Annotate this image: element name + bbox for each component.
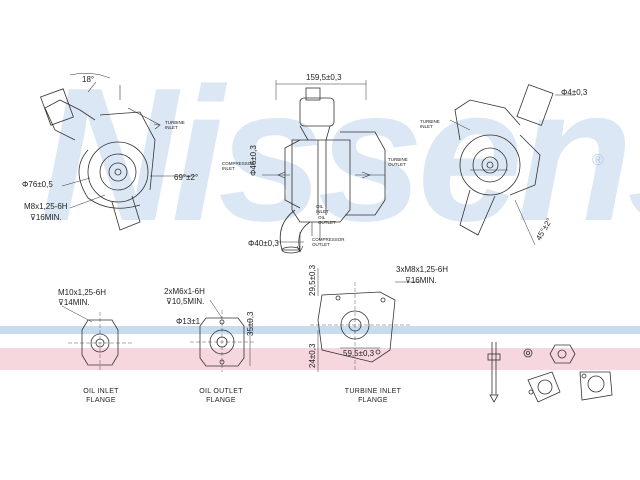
turbine-inlet-note-left: TURBINE INLET	[165, 120, 185, 130]
diam-40-label: Φ40±0,3	[248, 239, 279, 248]
depth-16b-label: ⊽16MIN.	[405, 276, 437, 285]
oil-outlet-flange-caption: OIL OUTLET FLANGE	[199, 388, 243, 405]
accessory-parts	[487, 342, 613, 403]
oil-inlet-flange-drawing	[61, 305, 132, 372]
diam-76-label: Φ76±0,5	[22, 180, 53, 189]
turbine-inlet-note-right: TURBINE INLET	[420, 119, 440, 129]
angle-69-label: 69°±2°	[174, 173, 199, 182]
thread-m10-label: M10x1,25-6H	[58, 288, 107, 297]
pink-band	[0, 348, 640, 370]
angle-18-label: 18°	[82, 75, 95, 84]
compressor-inlet-note: COMPRESSOR INLET	[222, 161, 255, 171]
flange-diam-label: Φ4±0,3	[561, 88, 588, 97]
depth-16-label: ⊽16MIN.	[30, 213, 62, 222]
oil-outlet-note: OIL OUTLET	[318, 215, 336, 225]
turbo-left-view	[40, 72, 195, 231]
turbo-center-view	[262, 80, 386, 254]
thread-m8-label: M8x1,25-6H	[24, 202, 68, 211]
thread-m8b-label: 3xM8x1,25-6H	[396, 265, 449, 274]
turbine-outlet-note: TURBINE OUTLET	[388, 157, 408, 167]
diam-13-label: Φ13±1	[176, 317, 201, 326]
blue-band	[0, 326, 640, 334]
depth-14-label: ⊽14MIN.	[58, 298, 90, 307]
width-159-label: 159,5±0,3	[306, 73, 342, 82]
flow-arrows	[153, 123, 371, 253]
turbine-inlet-flange-caption: TURBINE INLET FLANGE	[344, 388, 402, 405]
thread-m6-label: 2xM6x1-6H	[164, 287, 205, 296]
turbo-right-view	[449, 84, 575, 246]
dim-24-label: 24±0,3	[308, 343, 317, 368]
registered-mark: ®	[592, 152, 604, 169]
oil-inlet-note: OIL INLET	[316, 204, 329, 214]
dim-595-label: 59,5±0,3	[343, 349, 375, 358]
depth-105-label: ⊽10,5MIN.	[166, 297, 205, 306]
dim-295-label: 29,5±0,3	[308, 264, 317, 296]
oil-outlet-flange-drawing	[190, 299, 256, 372]
compressor-outlet-note: COMPRESSOR OUTLET	[312, 237, 345, 247]
oil-inlet-flange-caption: OIL INLET FLANGE	[83, 388, 119, 405]
turbine-inlet-flange-drawing	[310, 268, 420, 372]
dim-35-label: 35±0,3	[246, 311, 255, 336]
